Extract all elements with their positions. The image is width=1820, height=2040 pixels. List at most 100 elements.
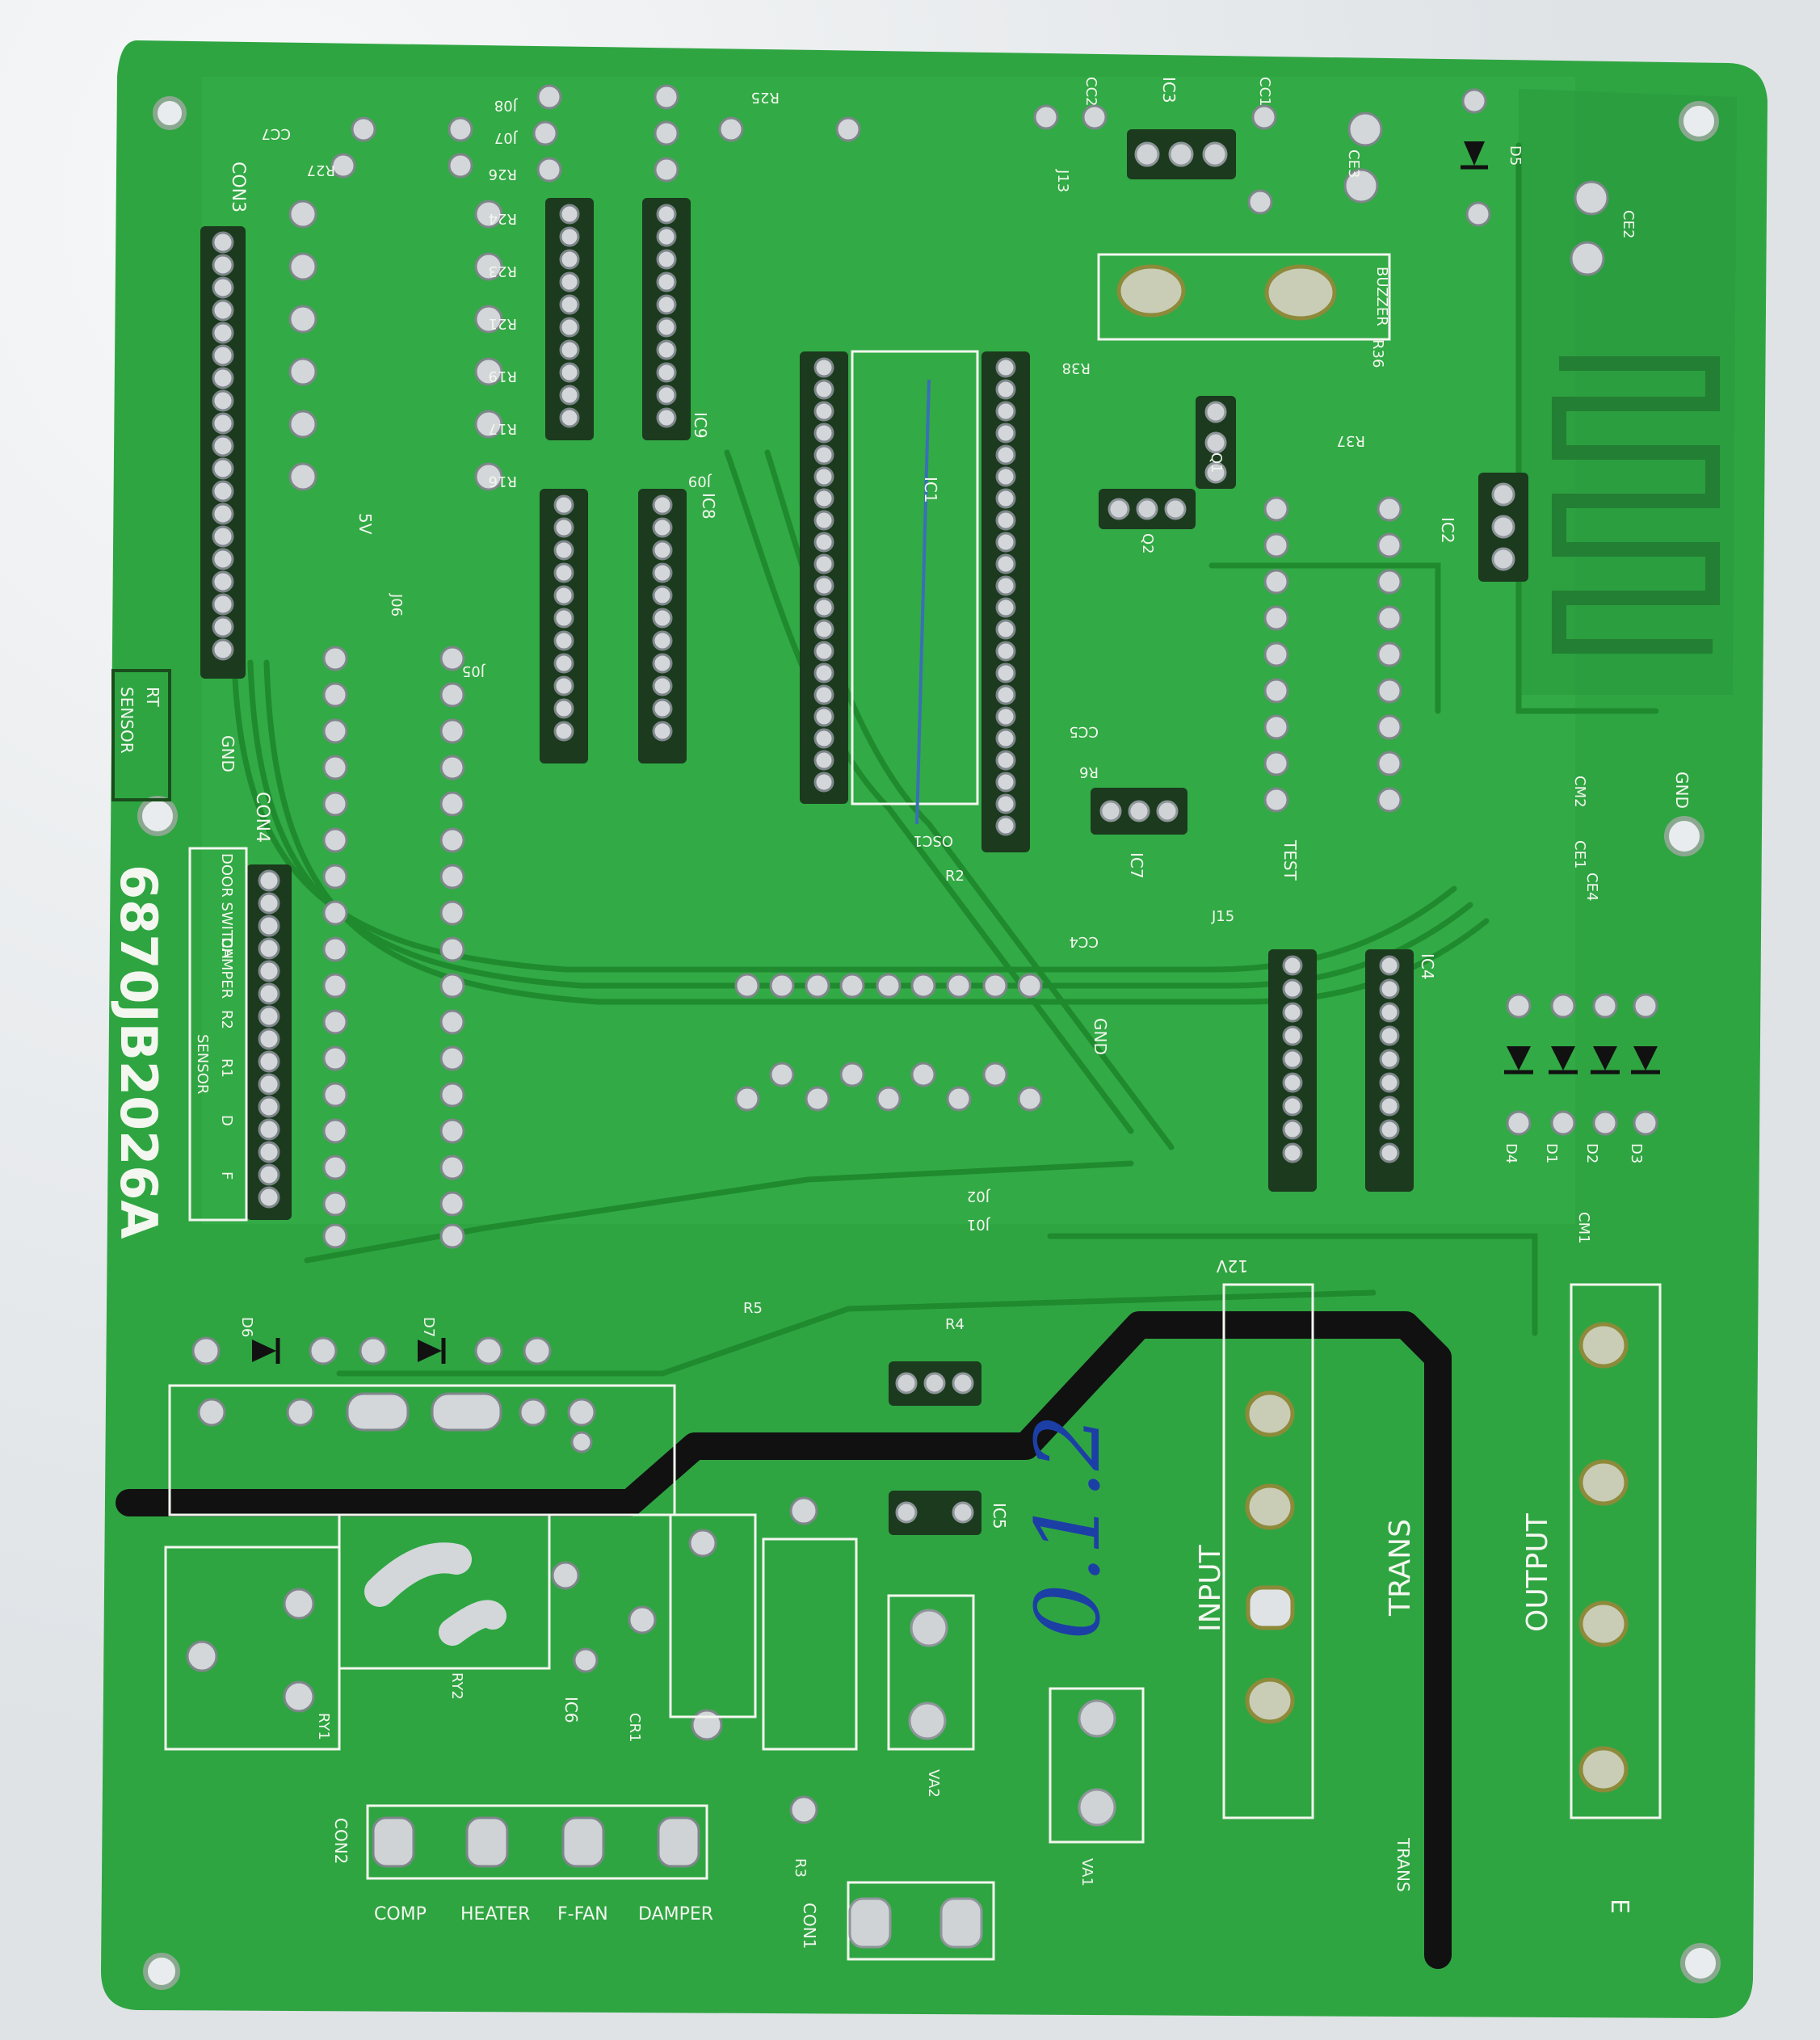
silk-label-r19: R19: [489, 368, 517, 385]
silk-label-cc1: CC1: [1256, 77, 1273, 107]
dip-pin-pad: [553, 585, 574, 606]
dip-pin-pad: [1282, 1142, 1303, 1163]
silk-label-r4: R4: [945, 1316, 965, 1333]
dip-pin-pad: [813, 772, 834, 793]
silk-label-cr1: CR1: [626, 1713, 643, 1743]
dip-pin-pad: [813, 510, 834, 531]
dip-pin-pad: [995, 597, 1016, 618]
silk-label-j01: J01: [967, 1216, 990, 1233]
black-power-trace: [116, 1311, 1452, 1969]
silk-label-r26: R26: [489, 166, 517, 183]
silk-label-j06: J06: [388, 593, 405, 616]
resistor-array-right: [1263, 496, 1402, 813]
d5-diode: [1461, 141, 1488, 170]
dip-pin-pad: [813, 553, 834, 574]
silk-label-r24: R24: [489, 210, 517, 227]
dip-pin-pad: [559, 407, 580, 428]
silk-label-j15: J15: [1211, 908, 1234, 925]
silk-label-ce1: CE1: [1571, 840, 1588, 869]
dip-pin-pad: [813, 619, 834, 640]
dip-pin-pad: [1282, 1025, 1303, 1046]
con3-label: CON3: [228, 162, 248, 212]
con2-pin-comp: COMP: [374, 1904, 427, 1924]
silk-label-r16: R16: [489, 473, 517, 490]
con4-label: CON4: [252, 792, 272, 843]
table-r1: R1: [218, 1058, 235, 1078]
con2-connector: COMP HEATER F-FAN DAMPER CON2: [331, 1804, 713, 1924]
dip-pin-pad: [995, 772, 1016, 793]
dip-pin-pad: [1282, 1049, 1303, 1070]
silk-label-ic3: IC3: [1159, 77, 1179, 103]
ic4-chip: [1268, 949, 1414, 1192]
silk-label-j08: J08: [494, 97, 518, 114]
silk-label-j13: J13: [1054, 169, 1071, 192]
ic5-chip: [889, 1361, 981, 1535]
dip-pin-pad: [553, 675, 574, 696]
varistor-va2: [887, 1594, 975, 1751]
trans-small-label: TRANS: [1393, 1837, 1413, 1892]
dip-pin-pad: [559, 362, 580, 383]
silk-label-r38: R38: [1062, 360, 1091, 376]
dip-pin-pad: [656, 407, 677, 428]
dip-pin-pad: [813, 728, 834, 749]
mount-hole: [153, 96, 187, 130]
handwritten-marking: 0.1.2: [1016, 1414, 1120, 1640]
door-table: DOOR SWITCH DAMPER R2 R1 D F SENSOR: [188, 847, 248, 1222]
dip-pin-pad: [995, 423, 1016, 444]
silk-label-q2: Q2: [1139, 533, 1156, 554]
dip-pin-pad: [652, 517, 673, 538]
dip-pin-pad: [652, 630, 673, 651]
silk-label-q1: Q1: [1208, 452, 1225, 473]
dip-pin-pad: [553, 608, 574, 629]
silk-label-r27: R27: [307, 162, 335, 179]
sensor-table: RT SENSOR: [111, 669, 171, 801]
dip-pin-pad: [1282, 1072, 1303, 1093]
dip-pin-pad: [1379, 1049, 1400, 1070]
part-number: 6870JB2026A: [109, 864, 168, 1239]
silk-label-ce4: CE4: [1583, 873, 1600, 901]
mount-hole: [143, 1953, 180, 1990]
dip-pin-pad: [652, 562, 673, 583]
dip-pin-pad: [652, 494, 673, 515]
silk-label-cc2: CC2: [1082, 77, 1099, 107]
dip-pin-pad: [995, 488, 1016, 509]
silk-label-ce3: CE3: [1345, 149, 1362, 178]
dip-pin-pad: [559, 271, 580, 292]
silk-label-osc1: OSC1: [913, 832, 953, 849]
silk-label-d5: D5: [1507, 145, 1524, 166]
silk-label-ce2: CE2: [1620, 210, 1637, 238]
d6-d7-diodes: [191, 1336, 552, 1365]
input-label: INPUT: [1194, 1544, 1227, 1632]
dip-pin-pad: [656, 294, 677, 315]
dip-pin-pad: [995, 401, 1016, 422]
dip-pin-pad: [1282, 1002, 1303, 1023]
silk-label-j05: J05: [462, 662, 485, 679]
dip-pads: [553, 204, 1400, 1163]
dip-pin-pad: [1379, 1096, 1400, 1117]
silk-label-cm2: CM2: [1571, 776, 1588, 808]
silk-label-d3: D3: [1628, 1143, 1645, 1163]
dip-pin-pad: [1379, 1142, 1400, 1163]
trans-label: TRANS: [1384, 1519, 1417, 1617]
dip-pin-pad: [995, 444, 1016, 465]
silk-label-d4: D4: [1503, 1143, 1519, 1163]
silk-label-ic2: IC2: [1438, 517, 1457, 544]
silk-label-cc7: CC7: [261, 125, 291, 142]
dip-pin-pad: [995, 793, 1016, 814]
silk-label-cm1: CM1: [1575, 1212, 1592, 1244]
dip-pin-pad: [553, 630, 574, 651]
dip-pin-pad: [559, 385, 580, 406]
con1-connector: CON1: [800, 1881, 995, 1961]
silk-label-r3: R3: [792, 1858, 809, 1878]
dip-pin-pad: [1379, 955, 1400, 976]
dip-pin-pad: [656, 362, 677, 383]
dip-pin-pad: [813, 466, 834, 487]
buzzer: BUZZER: [1097, 253, 1391, 341]
table-door-switch: DOOR SWITCH: [218, 853, 235, 959]
dip-pin-pad: [813, 357, 834, 378]
con2-pin-ffan: F-FAN: [557, 1904, 608, 1924]
diode-bank: [1504, 993, 1660, 1136]
silk-label-d2: D2: [1583, 1143, 1600, 1163]
gnd-label-left: GND: [218, 735, 237, 772]
dip-pin-pad: [559, 226, 580, 247]
